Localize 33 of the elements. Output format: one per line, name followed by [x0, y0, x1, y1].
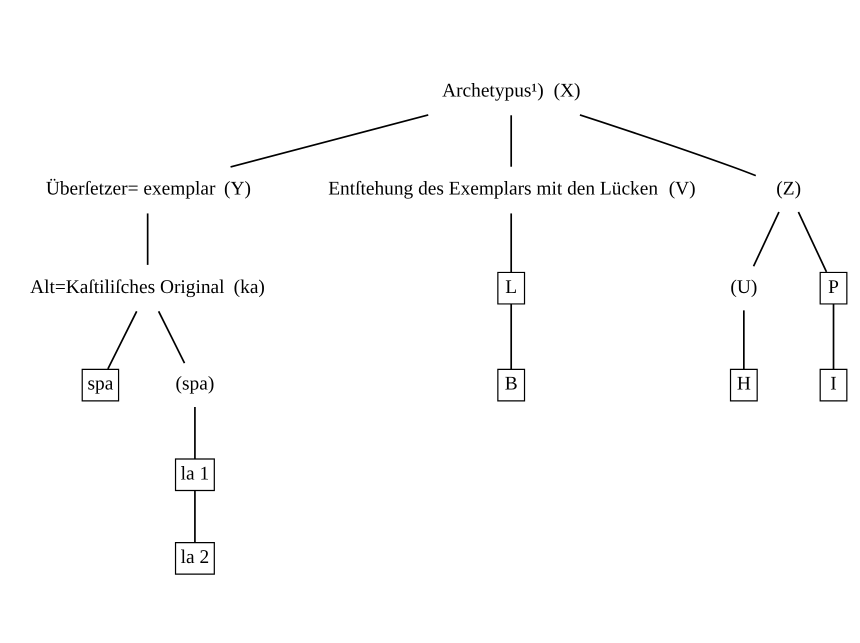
connector: [580, 114, 756, 176]
node-label: Entſtehung des Exemplars mit den Lücken: [328, 178, 658, 200]
connector: [510, 213, 512, 272]
connector: [230, 114, 428, 168]
node-label: Überſetzer= exemplar: [46, 178, 216, 200]
connector: [158, 310, 186, 364]
connector: [510, 304, 512, 370]
node-box: B: [497, 368, 526, 402]
node-box: la 1: [174, 458, 215, 492]
connector: [194, 490, 196, 542]
connector: [743, 310, 745, 370]
node-box: H: [730, 368, 758, 402]
connector: [798, 212, 828, 272]
connector: [510, 115, 512, 167]
node-box: I: [820, 368, 848, 402]
node-box: P: [820, 272, 848, 305]
connector: [752, 212, 780, 267]
connector: [146, 213, 148, 265]
node-label: Alt=Kaſtiliſches Original: [30, 276, 225, 298]
node-text: (X): [554, 80, 581, 102]
node-text: (ka): [234, 276, 265, 298]
node-text: (U): [730, 276, 758, 298]
node-text: (V): [668, 178, 696, 200]
node-text: (spa): [176, 374, 214, 395]
connector: [194, 407, 196, 459]
node-box: L: [497, 272, 526, 305]
node-text: (Z): [776, 178, 802, 200]
node-box: la 2: [174, 542, 215, 575]
connector: [107, 310, 138, 370]
node-label: Archetypus¹): [442, 80, 544, 102]
node-text: (Y): [224, 178, 251, 200]
connector: [832, 304, 834, 370]
node-box: spa: [82, 368, 120, 402]
